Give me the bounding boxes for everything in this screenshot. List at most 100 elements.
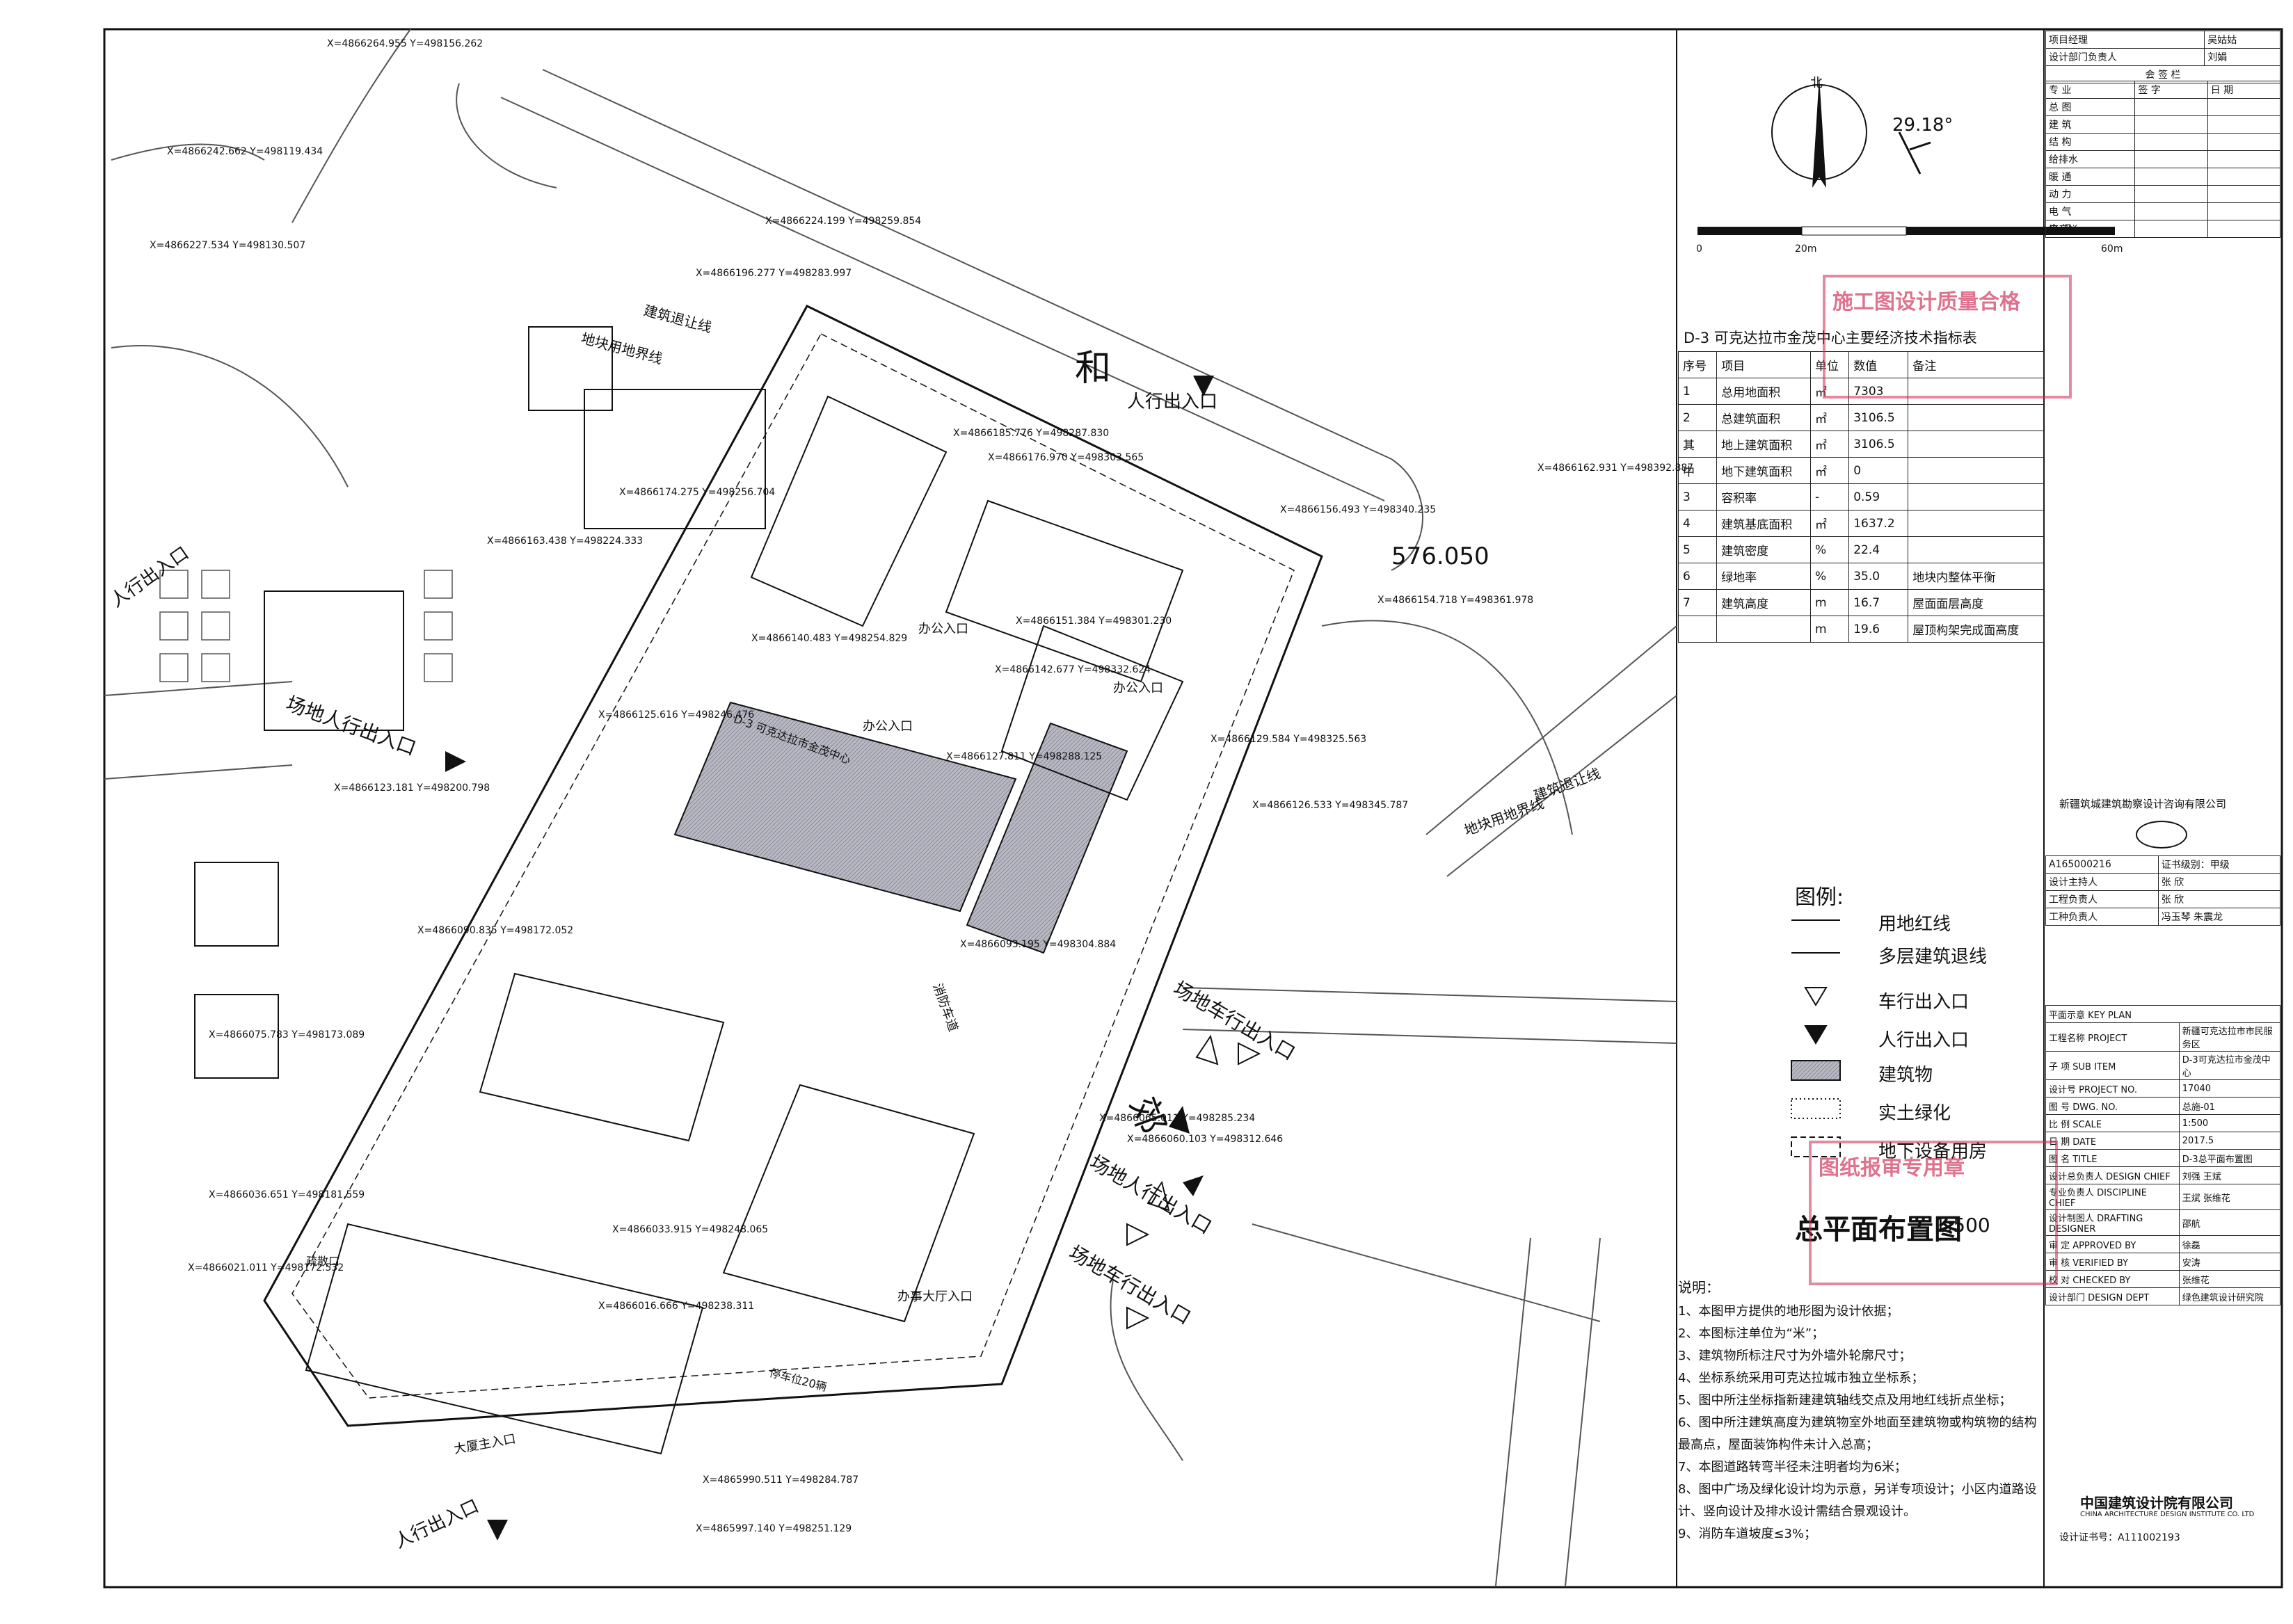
eco-cell: 3106.5: [1848, 431, 1909, 458]
coordinate-label: X=4866156.493 Y=498340.235: [1280, 504, 1437, 515]
sign-cell: [2134, 98, 2208, 116]
tb-cell: 工种负责人: [2045, 908, 2159, 926]
coordinate-label: X=4866151.384 Y=498301.230: [1016, 616, 1172, 627]
sign-cell: [2207, 133, 2281, 151]
coordinate-label: X=4866185.776 Y=498287.830: [953, 428, 1110, 439]
eco-cell: 建筑密度: [1716, 536, 1812, 563]
sign-row-label: 电 气: [2045, 202, 2136, 220]
tb-cell: D-3总平面布置图: [2178, 1149, 2281, 1167]
eco-cell: 3106.5: [1848, 404, 1909, 431]
north-label: 北: [1810, 76, 1823, 90]
tb-cell: 项目经理: [2045, 31, 2205, 49]
note-item: 1、本图甲方提供的地形图为设计依据；: [1678, 1304, 1899, 1319]
tb-cell: 图 号 DWG. NO.: [2045, 1097, 2180, 1115]
tb-cell: 设计部门 DESIGN DEPT: [2045, 1287, 2180, 1305]
eco-cell: 其: [1677, 431, 1718, 458]
eco-cell: 3: [1677, 483, 1718, 510]
coordinate-label: X=4866162.931 Y=498392.887: [1537, 463, 1694, 474]
eco-cell: m: [1810, 616, 1850, 643]
tb-cell: 专 业: [2045, 81, 2136, 99]
tb-cell: D-3可克达拉市金茂中心: [2178, 1051, 2281, 1080]
tb-cell: 审 定 APPROVED BY: [2045, 1235, 2180, 1253]
coordinate-label: X=4866196.277 Y=498283.997: [696, 268, 852, 279]
tb-cell: 比 例 SCALE: [2045, 1114, 2180, 1132]
emergency-exit: 疏散口: [306, 1255, 340, 1268]
road-network: [104, 29, 1677, 1586]
eco-cell: [1908, 431, 2044, 458]
main-building-footprint: [673, 701, 1017, 913]
coordinate-label: X=4865997.140 Y=498251.129: [696, 1523, 852, 1534]
coordinate-label: X=4866129.584 Y=498325.563: [1211, 734, 1367, 745]
note-item: 7、本图道路转弯半径未注明者均为6米；: [1678, 1460, 1907, 1474]
eco-cell: [1908, 483, 2044, 510]
tb-cell: 校 对 CHECKED BY: [2045, 1270, 2180, 1288]
building-outlines: [194, 326, 1184, 1455]
legend-item: 建筑物: [1878, 1065, 1933, 1086]
note-item: 4、坐标系统采用可克达拉城市独立坐标系；: [1678, 1371, 1924, 1385]
eco-cell: 地下建筑面积: [1716, 457, 1812, 484]
eco-cell: [1908, 404, 2044, 431]
tb-cell: 设计总负责人 DESIGN CHIEF: [2045, 1166, 2180, 1184]
eco-cell: %: [1810, 563, 1850, 590]
sign-cell: [2134, 185, 2208, 203]
legend-symbols: [1791, 919, 1841, 1157]
coordinate-label: X=4866224.199 Y=498259.854: [765, 216, 922, 227]
sign-row-label: 给排水: [2045, 150, 2136, 168]
title-block-top: 项目经理吴姑姑 设计部门负责人刘娟 会 签 栏: [2045, 31, 2280, 83]
note-item: 3、建筑物所标注尺寸为外墙外轮廓尺寸；: [1678, 1349, 1912, 1363]
coordinate-label: X=4866163.438 Y=498224.333: [487, 536, 644, 547]
legend-item: 人行出入口: [1878, 1030, 1970, 1051]
quality-stamp: 施工图设计质量合格: [1823, 275, 2072, 399]
coordinate-label: X=4866126.533 Y=498345.787: [1252, 800, 1409, 811]
coordinate-label: X=4866176.970 Y=498303.565: [988, 452, 1144, 463]
scale-0: 0: [1696, 243, 1702, 255]
eco-table-title: D-3 可克达拉市金茂中心主要经济技术指标表: [1684, 330, 1977, 346]
tb-cell: 工程名称 PROJECT: [2045, 1022, 2180, 1052]
tb-cell: 设计主持人: [2045, 873, 2159, 891]
tb-cell: 专业负责人 DISCIPLINE CHIEF: [2045, 1184, 2180, 1210]
tb-cell: 安涛: [2178, 1253, 2281, 1271]
scale-60: 60m: [2101, 243, 2123, 255]
eco-cell: 地块内整体平衡: [1908, 563, 2044, 590]
sign-cell: [2207, 168, 2281, 186]
legend-item: 车行出入口: [1878, 992, 1970, 1013]
coordinate-label: X=4866075.783 Y=498173.089: [209, 1029, 365, 1040]
eco-cell: %: [1810, 536, 1850, 563]
coordinate-label: X=4866264.955 Y=498156.262: [327, 38, 484, 49]
eco-cell: 屋顶构架完成面高度: [1908, 616, 2044, 643]
eco-cell: 5: [1677, 536, 1718, 563]
notes-heading: 说明：: [1678, 1279, 1720, 1296]
eco-cell: 总建筑面积: [1716, 404, 1812, 431]
eco-cell: 35.0: [1848, 563, 1909, 590]
coordinate-label: X=4866065.011 Y=498285.234: [1099, 1113, 1256, 1124]
eco-th: 数值: [1848, 351, 1909, 378]
coordinate-label: X=4866125.616 Y=498246.476: [598, 709, 755, 721]
office-entrance-3: 办公入口: [1113, 681, 1163, 696]
eco-cell: ㎡: [1810, 404, 1850, 431]
tb-cell: 刘娟: [2204, 48, 2280, 66]
coordinate-label: X=4866142.677 Y=498332.624: [995, 664, 1151, 675]
sign-cell: [2134, 202, 2208, 220]
eco-cell: 建筑基底面积: [1716, 510, 1812, 537]
tb-cell: 2017.5: [2178, 1132, 2281, 1150]
eco-cell: 16.7: [1848, 589, 1909, 616]
north-angle: 29.18°: [1892, 115, 1954, 136]
tb-cell: 子 项 SUB ITEM: [2045, 1051, 2180, 1080]
sign-row-label: 动 力: [2045, 185, 2136, 203]
office-main-entrance: 办事大厅入口: [897, 1289, 973, 1304]
sign-cell: [2207, 98, 2281, 116]
tb-cell: 证书级别：甲级: [2157, 855, 2281, 874]
ped-entrance-top: 人行出入口: [1127, 392, 1218, 412]
tb-cell: 设计部门负责人: [2045, 48, 2205, 66]
eco-cell: [1908, 510, 2044, 537]
eco-cell: 中: [1677, 457, 1718, 484]
coordinate-label: X=4866016.666 Y=498238.311: [598, 1301, 755, 1312]
firm-logo-icon: [2136, 821, 2187, 849]
annex-building-footprint: [966, 722, 1128, 954]
